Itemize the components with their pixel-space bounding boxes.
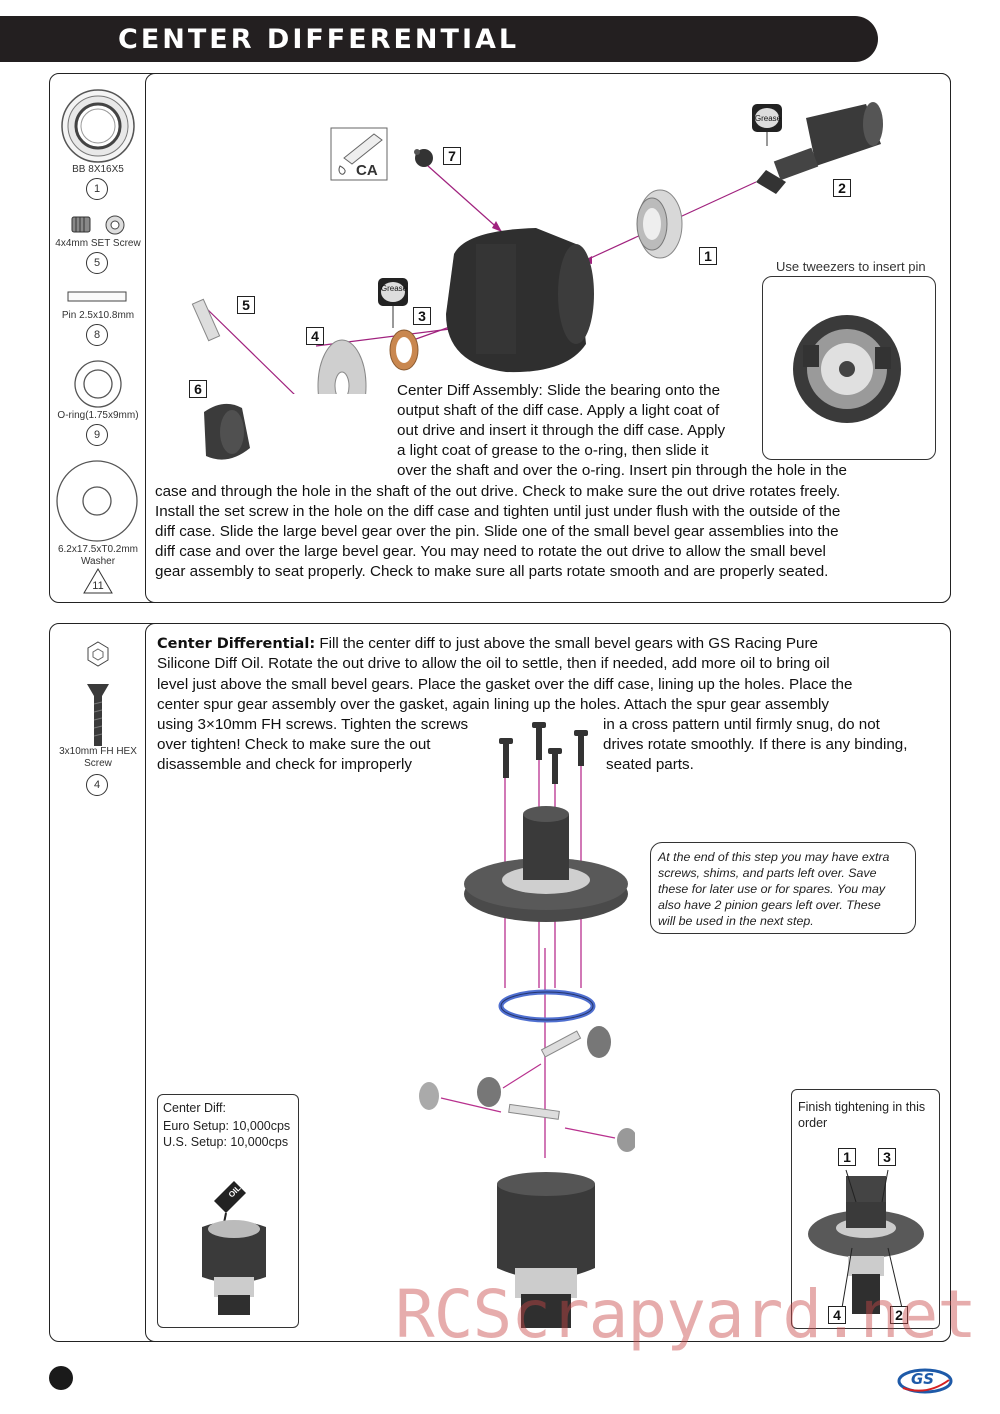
oil-bottle-diff-drawing: [202, 1181, 266, 1315]
note-line-1: At the end of this step you may have ext…: [658, 850, 890, 864]
note-line-3: these for later use or for spares. You m…: [658, 882, 886, 896]
note-line-2: screws, shims, and parts left over. Save: [658, 866, 877, 880]
instruction-text-b1: Fill the center diff to just above the s…: [319, 635, 818, 652]
step-number-6: 6: [189, 380, 207, 398]
page-title: CENTER DIFFERENTIAL: [118, 24, 520, 55]
instruction-line-7: Install the set screw in the hole on the…: [155, 503, 841, 520]
tweezers-note: Use tweezers to insert pin: [776, 259, 926, 274]
instruction-line-8: diff case. Slide the large bevel gear ov…: [155, 523, 839, 540]
part-number-pin: 8: [86, 324, 108, 346]
part-label-bearing: BB 8X16X5: [72, 164, 124, 175]
diff-case-top-view-drawing: [793, 315, 901, 423]
part-number-bearing: 1: [86, 178, 108, 200]
instruction-line-b1: Center Differential: Fill the center dif…: [157, 634, 947, 654]
gs-logo-text: GS: [911, 1370, 935, 1388]
instruction-line-b7: over tighten! Check to make sure the out: [157, 736, 431, 753]
step-number-3: 3: [413, 307, 431, 325]
instruction-line-b9: disassemble and check for improperly: [157, 756, 412, 773]
tightening-order-box: Finish tightening in this order 1 3 4 2: [791, 1089, 940, 1329]
washer-icon: [56, 460, 138, 542]
order-box-title-1: Finish tightening in this: [798, 1100, 926, 1114]
part-label-fh-screw: 3x10mm FH HEX Screw: [59, 746, 137, 769]
center-diff-exploded-diagram: [419, 722, 635, 1328]
instruction-line-b6: in a cross pattern until firmly snug, do…: [603, 716, 880, 733]
fh-screw-icon: [87, 641, 109, 746]
oil-setup-box: Center Diff: Euro Setup: 10,000cps U.S. …: [157, 1094, 299, 1328]
instruction-line-b3: level just above the small bevel gears. …: [157, 676, 853, 693]
tightening-order-drawing: [808, 1169, 924, 1314]
part-number-fh-screw: 4: [86, 774, 108, 796]
ca-glue-label: CA: [356, 162, 378, 179]
instruction-line-b4: center spur gear assembly over the gaske…: [157, 696, 830, 713]
step-number-7: 7: [443, 147, 461, 165]
oil-us-setup: U.S. Setup: 10,000cps: [163, 1135, 289, 1149]
instruction-line-3: out drive and insert it through the diff…: [397, 422, 726, 439]
part-number-o-ring: 9: [86, 424, 108, 446]
instruction-line-b8: drives rotate smoothly. If there is any …: [603, 736, 908, 753]
note-line-5: will be used in the next step.: [658, 914, 814, 928]
part-label-o-ring: O-ring(1.75x9mm): [57, 410, 139, 421]
note-line-4: also have 2 pinion gears left over. Thes…: [658, 898, 881, 912]
small-bevel-gear-drawing: [204, 403, 250, 460]
part-label-pin: Pin 2.5x10.8mm: [61, 310, 135, 321]
instruction-line-b10: seated parts.: [606, 756, 694, 773]
order-number-1: 1: [838, 1148, 856, 1166]
step-number-4: 4: [306, 327, 324, 345]
pin-icon: [67, 291, 127, 302]
leftover-parts-note: At the end of this step you may have ext…: [650, 842, 916, 934]
instruction-line-b2: Silicone Diff Oil. Rotate the out drive …: [157, 655, 830, 672]
instruction-line-2: output shaft of the diff case. Apply a l…: [397, 402, 720, 419]
order-box-title-2: order: [798, 1116, 828, 1130]
order-number-2: 2: [890, 1306, 908, 1324]
instruction-line-9: diff case and over the large bevel gear.…: [155, 543, 826, 560]
section-heading: Center Differential:: [157, 636, 316, 652]
grease-label-1: Grease: [754, 114, 782, 123]
bearing-icon: [61, 89, 135, 163]
step-number-1: 1: [699, 247, 717, 265]
set-screw-icon: [71, 215, 125, 235]
step-number-2: 2: [833, 179, 851, 197]
grease-label-2: Grease: [380, 284, 408, 293]
part-number-set-screw: 5: [86, 252, 108, 274]
triangle-badge-icon: [83, 568, 113, 594]
tweezers-callout: [762, 276, 936, 460]
step-number-5: 5: [237, 296, 255, 314]
instruction-line-5: over the shaft and over the o-ring. Inse…: [397, 462, 848, 479]
gs-racing-logo: [897, 1368, 953, 1394]
watermark: RCScrapyard.net: [395, 1276, 977, 1353]
header-banner: CENTER DIFFERENTIAL: [0, 16, 878, 62]
order-number-4: 4: [828, 1306, 846, 1324]
instruction-line-4: a light coat of grease to the o-ring, th…: [397, 442, 709, 459]
o-ring-icon: [74, 360, 122, 408]
part-label-washer: 6.2x17.5xT0.2mm Washer: [57, 544, 139, 567]
page-marker-dot: [49, 1366, 73, 1390]
instruction-line-6: case and through the hole in the shaft o…: [155, 483, 841, 500]
oil-euro-setup: Euro Setup: 10,000cps: [163, 1119, 291, 1133]
order-number-3: 3: [878, 1148, 896, 1166]
part-number-washer: 11: [92, 580, 104, 592]
instruction-line-b5: using 3×10mm FH screws. Tighten the scre…: [157, 716, 469, 733]
diff-assembly-diagram: [191, 102, 883, 394]
instruction-line-1: Center Diff Assembly: Slide the bearing …: [397, 382, 721, 399]
instruction-line-10: gear assembly to seat properly. Check to…: [155, 563, 829, 580]
part-label-set-screw: 4x4mm SET Screw: [55, 238, 141, 249]
oil-box-title: Center Diff:: [163, 1101, 226, 1115]
